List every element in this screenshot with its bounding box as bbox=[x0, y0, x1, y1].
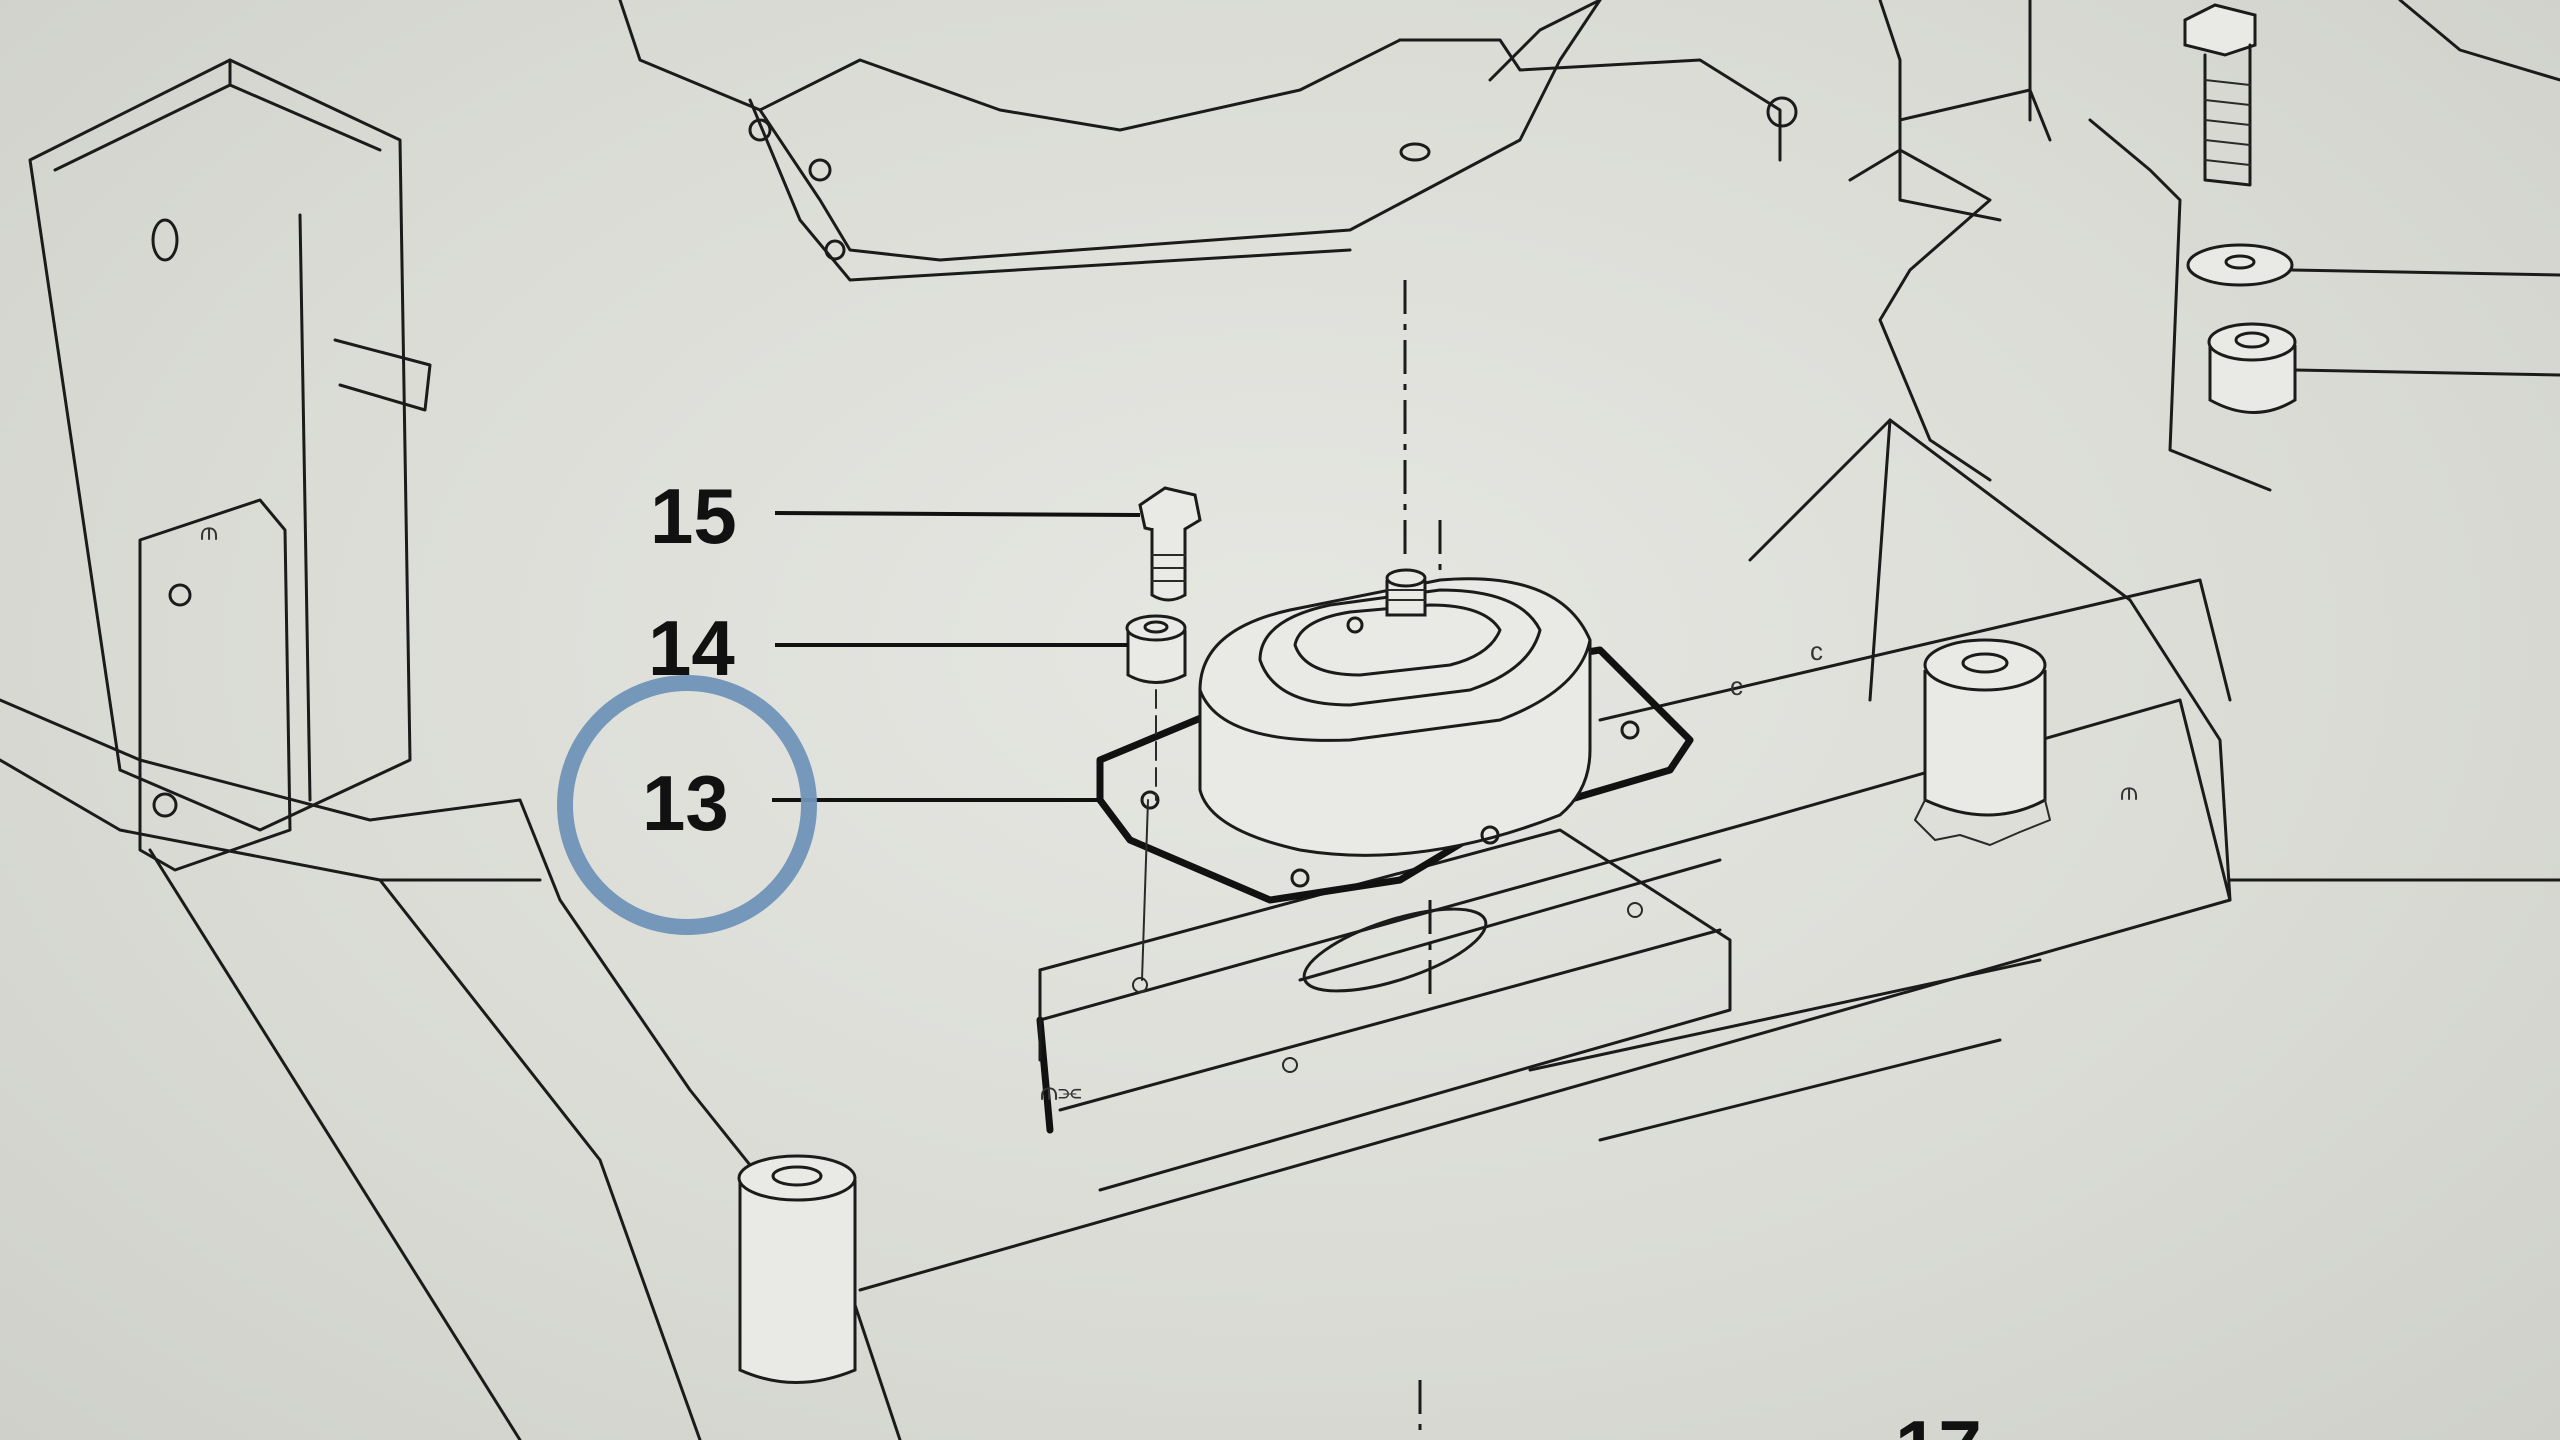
leader-lines bbox=[772, 511, 1141, 802]
left-pillar bbox=[28, 58, 432, 832]
callout-13: 13 bbox=[642, 759, 729, 847]
main-frame bbox=[0, 418, 2560, 1440]
callout-17: 17 bbox=[1895, 1404, 1982, 1440]
spacer-part-14 bbox=[1125, 614, 1187, 981]
right-post bbox=[1914, 638, 2051, 846]
frame-marking-3: ⫙ bbox=[2120, 776, 2138, 806]
callout-15: 15 bbox=[650, 472, 737, 560]
frame-marking-c1: c bbox=[1730, 671, 1743, 701]
right-hardware bbox=[2088, 0, 2560, 492]
block-marking: ⫙⫘ bbox=[1040, 1076, 1082, 1106]
lower-left-post bbox=[737, 1154, 857, 1384]
mount-block: ⫙⫘ bbox=[1038, 828, 1732, 1192]
highlight-circle bbox=[557, 675, 817, 935]
upper-bracket bbox=[618, 0, 2052, 482]
plate-marking: ⫙ bbox=[200, 516, 218, 546]
bolt-part-15 bbox=[1138, 486, 1202, 602]
frame-marking-c2: c bbox=[1810, 636, 1823, 666]
engine-mount-part-13 bbox=[1096, 568, 1694, 904]
left-plate: ⫙ bbox=[138, 498, 292, 872]
